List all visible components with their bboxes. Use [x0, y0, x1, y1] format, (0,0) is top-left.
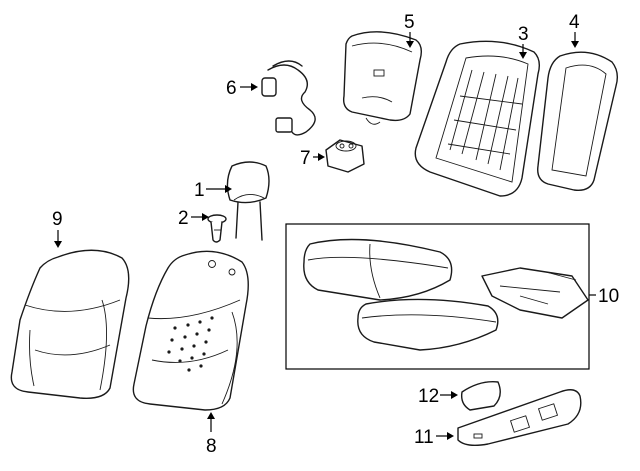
side-trim-panel [457, 389, 582, 447]
svg-text:11: 11 [414, 427, 434, 448]
wiring-harness [261, 60, 316, 136]
callout-12: 12 [418, 386, 458, 407]
seatback-cover [132, 250, 249, 411]
callout-8: 8 [206, 412, 217, 457]
svg-text:10: 10 [598, 286, 619, 307]
callout-11: 11 [414, 427, 454, 448]
svg-text:2: 2 [178, 208, 189, 229]
callout-4: 4 [569, 12, 580, 48]
seatback-panel [537, 51, 619, 191]
seatback-frame [414, 40, 541, 197]
seatback-cushion [10, 249, 130, 399]
callout-10: 10 [589, 286, 619, 307]
headrest-guide [207, 214, 227, 243]
callout-1: 1 [194, 180, 232, 201]
callout-2: 2 [178, 208, 209, 229]
lumbar-motor [325, 139, 365, 173]
svg-text:3: 3 [518, 24, 529, 45]
svg-text:9: 9 [52, 209, 63, 230]
svg-text:12: 12 [418, 386, 439, 407]
svg-text:7: 7 [300, 148, 311, 169]
callout-5: 5 [404, 12, 415, 48]
headrest [226, 161, 270, 241]
callout-3: 3 [518, 24, 529, 59]
svg-text:1: 1 [194, 180, 205, 201]
switch-bezel [460, 381, 501, 411]
svg-text:5: 5 [404, 12, 415, 33]
occupant-sensor-module [342, 31, 423, 125]
callout-6: 6 [226, 78, 258, 99]
seat-cushion-box [285, 223, 590, 370]
svg-text:4: 4 [569, 12, 580, 33]
seat-cushion-assembly [303, 238, 589, 351]
callout-7: 7 [300, 148, 325, 169]
perforation-dots [167, 316, 214, 372]
svg-text:6: 6 [226, 78, 237, 99]
svg-text:8: 8 [206, 436, 217, 457]
callout-9: 9 [52, 209, 63, 248]
